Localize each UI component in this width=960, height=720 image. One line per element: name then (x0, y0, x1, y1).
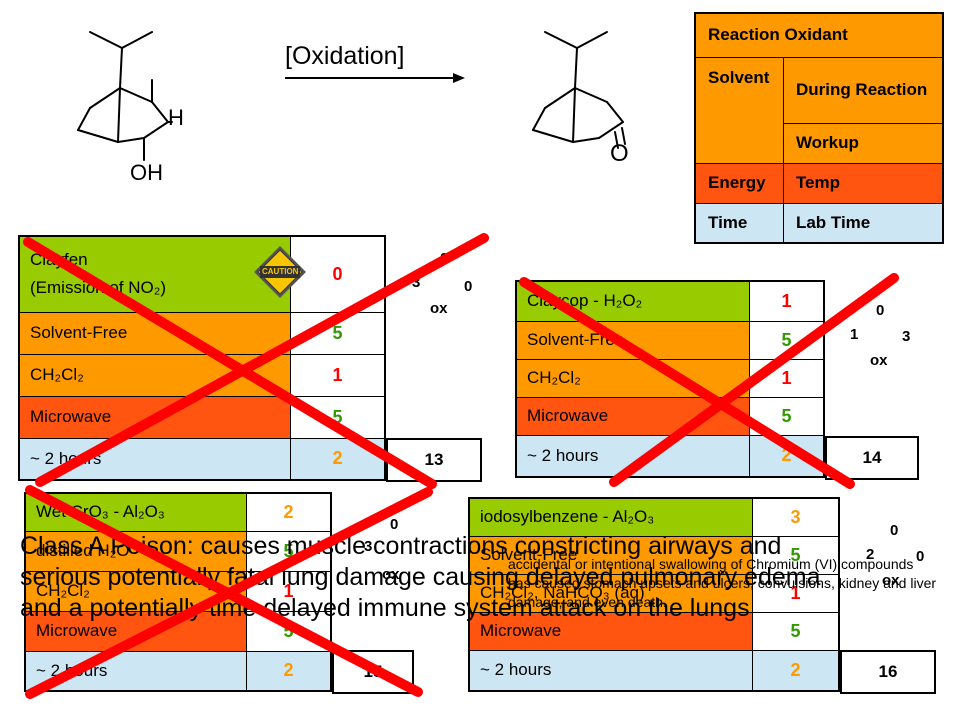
product-o-label: O (610, 140, 629, 167)
clayfen-oxidant-cell: Clayfen (Emission of NO₂) CAUTION (18, 235, 306, 313)
clayfen-total: 13 (386, 438, 482, 482)
wetcro3-ox-top: 0 (390, 516, 399, 533)
iodosyl-time-value: 2 (752, 649, 840, 692)
iodosyl-workup-value: 1 (752, 573, 840, 613)
wetcro3-workup: CH₂Cl₂ (24, 570, 247, 612)
claycop-oxidant-value: 1 (749, 280, 825, 322)
reaction-arrow (285, 73, 465, 83)
legend-energy: Energy (694, 162, 784, 204)
clayfen-workup: CH₂Cl₂ (18, 353, 291, 397)
reaction-arrow-label: [Oxidation] (285, 42, 405, 70)
wetcro3-ox-left: 3 (364, 538, 373, 555)
iodosyl-ox-right: 0 (916, 548, 925, 565)
iodosyl-energy-value: 5 (752, 611, 840, 651)
reactant-structure (77, 31, 173, 161)
product-structure (532, 31, 626, 149)
iodosyl-total: 16 (840, 650, 936, 694)
iodosyl-solvent-value: 5 (752, 535, 840, 575)
legend-table: Reaction Oxidant Solvent During Reaction… (694, 12, 944, 244)
iodosyl-oxidant-value: 3 (752, 497, 840, 537)
claycop-ox-right: 3 (902, 328, 911, 345)
wetcro3-energy: Microwave (24, 610, 247, 652)
wetcro3-oxidant-value: 2 (246, 492, 332, 532)
iodosyl-table: iodosylbenzene - Al₂O₃ 3 Solvent-Free 5 … (468, 497, 840, 692)
legend-time: Time (694, 202, 784, 244)
legend-title: Reaction Oxidant (694, 12, 944, 58)
class-a-poison-warning: Class A Poison: causes muscle contractio… (20, 532, 821, 622)
caution-label: CAUTION (262, 267, 299, 276)
wetcro3-solvent: distilled H₂O (24, 530, 247, 572)
legend-during: During Reaction (782, 56, 944, 124)
clayfen-ox-right: 0 (464, 278, 473, 295)
wetcro3-ox-label: ox (382, 566, 400, 583)
iodosyl-workup: CH₂Cl₂, NaHCO₃ (aq) (468, 573, 753, 613)
claycop-energy: Microwave (515, 396, 750, 436)
claycop-ox-label: ox (870, 352, 888, 369)
reactant-oh-label: OH (130, 160, 163, 185)
clayfen-ox-left: 3 (412, 274, 421, 291)
clayfen-table: Clayfen (Emission of NO₂) CAUTION 0 Solv… (18, 235, 386, 481)
clayfen-energy: Microwave (18, 395, 291, 439)
legend-workup: Workup (782, 122, 944, 164)
iodosyl-energy: Microwave (468, 611, 753, 651)
caution-icon: CAUTION (252, 244, 308, 300)
reactant-h-label: H (168, 105, 184, 130)
iodosyl-ox-left: 2 (866, 546, 875, 563)
clayfen-workup-value: 1 (290, 353, 386, 397)
legend-temp: Temp (782, 162, 944, 204)
chromium-ingestion-warning: accidental or intentional swallowing of … (508, 556, 937, 610)
iodosyl-time: ~ 2 hours (468, 649, 753, 692)
wetcro3-workup-value: 1 (246, 570, 332, 612)
legend-lab-time: Lab Time (782, 202, 944, 244)
claycop-ox-top: 0 (876, 302, 885, 319)
iodosyl-ox-label: ox (882, 572, 900, 589)
wetcro3-time-value: 2 (246, 650, 332, 692)
clayfen-ox-label: ox (430, 300, 448, 317)
iodosyl-solvent: Solvent-Free (468, 535, 753, 575)
iodosyl-ox-top: 0 (890, 522, 899, 539)
legend-solvent: Solvent (694, 56, 784, 164)
claycop-ox-left: 1 (850, 326, 859, 343)
